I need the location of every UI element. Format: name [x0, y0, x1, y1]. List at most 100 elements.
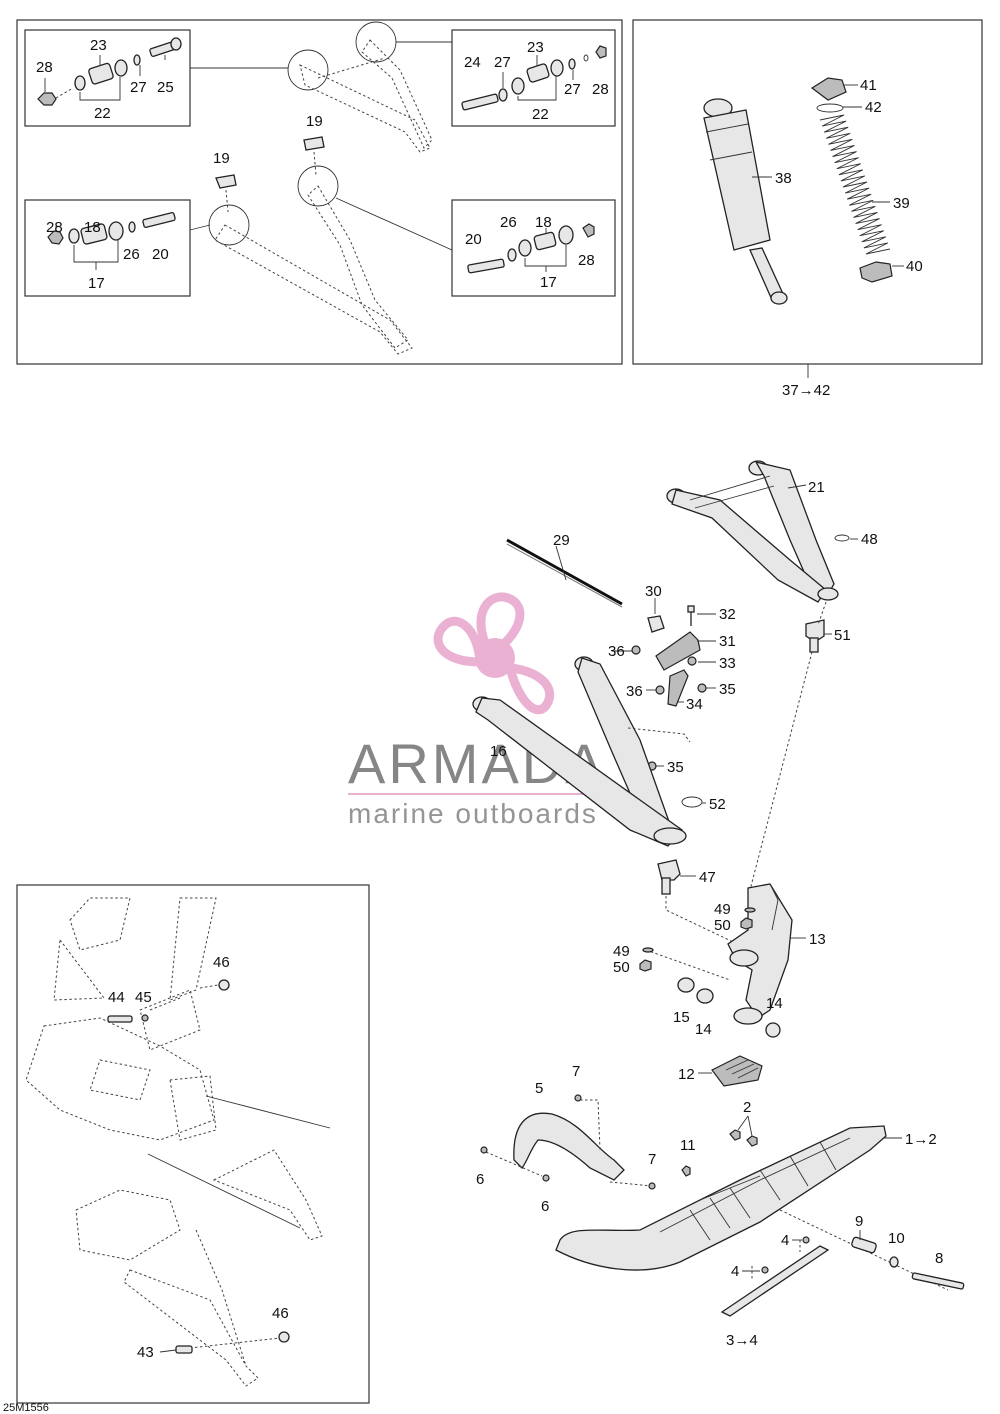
spindle-13 — [727, 883, 793, 1025]
inset-upper-left — [24, 29, 191, 127]
callout-6: 6 — [476, 1171, 484, 1188]
nut-4a — [761, 1266, 769, 1274]
link-34 — [667, 669, 689, 707]
upper-a-arm-21 — [666, 460, 839, 603]
wear-pad-12 — [711, 1055, 763, 1087]
callout-48: 48 — [861, 531, 878, 548]
callout-17: 17 — [88, 275, 105, 292]
bushing-15 — [677, 977, 695, 993]
nut-46b — [278, 1331, 290, 1343]
callout-18: 18 — [84, 219, 101, 236]
callout-13: 13 — [809, 931, 826, 948]
ring-42 — [816, 103, 844, 113]
bolt-35a — [697, 683, 707, 693]
callout-26: 26 — [123, 246, 140, 263]
ski-handle-5 — [513, 1112, 625, 1181]
nut-36a — [631, 645, 641, 655]
callout-36: 36 — [626, 683, 643, 700]
callout-47: 47 — [699, 869, 716, 886]
callout-25: 25 — [157, 79, 174, 96]
callout-29: 29 — [553, 532, 570, 549]
callout-27: 27 — [130, 79, 147, 96]
spring-seat-40 — [859, 261, 893, 283]
bushing-stack-lower-left — [47, 212, 176, 270]
inset-lower-left — [24, 199, 191, 297]
callout-50: 50 — [613, 959, 630, 976]
callout-23: 23 — [90, 37, 107, 54]
callout-27: 27 — [564, 81, 581, 98]
callout-7: 7 — [648, 1151, 656, 1168]
panel-a-arm-bushings — [16, 19, 623, 365]
spacer-9 — [851, 1236, 877, 1254]
bracket-31 — [655, 631, 701, 671]
nut-50b — [639, 959, 652, 972]
callout-28: 28 — [36, 59, 53, 76]
coil-spring-39 — [819, 114, 891, 255]
callout-51: 51 — [834, 627, 851, 644]
callout-28: 28 — [46, 219, 63, 236]
callout-3-4: 3→4 — [726, 1332, 758, 1349]
bolt-32 — [687, 605, 695, 626]
callout-24: 24 — [464, 54, 481, 71]
callout-44: 44 — [108, 989, 125, 1006]
bolt-7b — [648, 1182, 656, 1190]
nut-2b — [746, 1135, 758, 1147]
callout-2: 2 — [743, 1099, 751, 1116]
callout-8: 8 — [935, 1250, 943, 1267]
callout-28: 28 — [592, 81, 609, 98]
callout-33: 33 — [719, 655, 736, 672]
callout-43: 43 — [137, 1344, 154, 1361]
ring-48 — [834, 534, 850, 542]
callout-45: 45 — [135, 989, 152, 1006]
callout-19: 19 — [306, 113, 323, 130]
callout-1-2: 1→2 — [905, 1131, 937, 1148]
callout-34: 34 — [686, 696, 703, 713]
nut-11 — [681, 1165, 691, 1177]
panel-shock-absorber — [632, 19, 983, 378]
bolt-7a — [574, 1094, 582, 1102]
bushing-30 — [647, 615, 665, 633]
callout-49: 49 — [714, 901, 731, 918]
callout-27: 27 — [494, 54, 511, 71]
figure-code: 25M1556 — [3, 1402, 49, 1414]
callout-20: 20 — [152, 246, 169, 263]
callout-50: 50 — [714, 917, 731, 934]
callout-14: 14 — [766, 995, 783, 1012]
propeller-logo-icon — [433, 592, 555, 715]
callout-42: 42 — [865, 99, 882, 116]
lower-a-arm-16 — [472, 656, 687, 847]
spring-cap-41 — [810, 77, 847, 101]
callout-46: 46 — [272, 1305, 289, 1322]
callout-38: 38 — [775, 170, 792, 187]
nut-33 — [687, 656, 697, 666]
callout-36: 36 — [608, 643, 625, 660]
callout-11: 11 — [680, 1137, 696, 1154]
callout-35: 35 — [667, 759, 684, 776]
watermark-tagline: marine outboards — [348, 798, 598, 829]
callout-41: 41 — [860, 77, 877, 94]
callout-37-42: 37→42 — [782, 382, 830, 399]
callout-46: 46 — [213, 954, 230, 971]
callout-15: 15 — [673, 1009, 690, 1026]
callout-31: 31 — [719, 633, 736, 650]
nut-50a — [740, 917, 753, 930]
bolt-8 — [911, 1272, 965, 1290]
callout-12: 12 — [678, 1066, 695, 1083]
callout-35: 35 — [719, 681, 736, 698]
ball-joint-47 — [657, 859, 681, 895]
callout-32: 32 — [719, 606, 736, 623]
washer-49b — [642, 947, 654, 953]
bolt-6a — [480, 1146, 488, 1154]
callout-30: 30 — [645, 583, 662, 600]
panel-frame-mount — [16, 884, 370, 1404]
nut-45 — [141, 1014, 149, 1022]
callout-labels: 28 23 27 25 22 24 27 23 27 28 22 19 19 2… — [36, 37, 943, 1361]
bolt-44 — [107, 1015, 133, 1023]
runner-3-4 — [720, 1240, 830, 1317]
callout-26: 26 — [500, 214, 517, 231]
clip-52 — [681, 796, 703, 808]
callout-21: 21 — [808, 479, 825, 496]
bushing-stack-upper-left — [37, 37, 182, 106]
bushing-14a — [696, 988, 714, 1004]
callout-4: 4 — [731, 1263, 739, 1280]
